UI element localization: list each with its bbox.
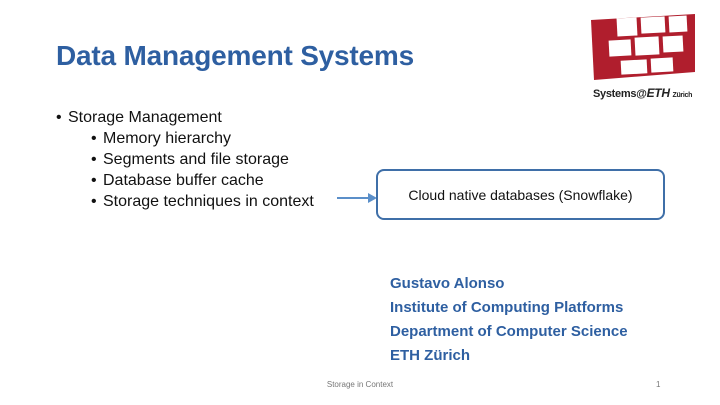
slide-footer: Storage in Context xyxy=(326,380,394,389)
page-number: 1 xyxy=(656,380,661,389)
cloud-native-callout-box: Cloud native databases (Snowflake) xyxy=(376,169,665,220)
author-department: Department of Computer Science xyxy=(390,323,628,340)
sub-bullet-label: Storage techniques in context xyxy=(103,193,314,210)
sub-bullet-label: Memory hierarchy xyxy=(103,130,232,147)
logo-at-text: @ xyxy=(636,88,647,100)
logo-systems-text: Systems xyxy=(593,88,637,100)
logo-eth-text: ETH xyxy=(646,86,670,100)
logo-wordmark: Systems@ETH Zürich xyxy=(593,86,692,100)
logo-zurich-text: Zürich xyxy=(672,92,693,99)
callout-text: Cloud native databases (Snowflake) xyxy=(408,186,633,203)
sub-bullet: Storage techniques in context xyxy=(91,191,314,212)
author-institute: Institute of Computing Platforms xyxy=(390,299,624,316)
right-arrow-icon xyxy=(337,193,377,203)
author-university: ETH Zürich xyxy=(390,347,471,364)
systems-eth-logo: Systems@ETH Zürich xyxy=(591,14,703,104)
author-block: Gustavo Alonso Institute of Computing Pl… xyxy=(390,272,628,368)
sub-bullet-label: Database buffer cache xyxy=(103,172,264,189)
slide-title: Data Management Systems xyxy=(56,40,414,71)
sub-bullet: Segments and file storage xyxy=(91,149,314,170)
eth-flag-logo-icon xyxy=(591,14,695,80)
bullet-label: Storage Management xyxy=(68,109,222,126)
sub-bullet: Memory hierarchy xyxy=(91,128,314,149)
sub-bullet: Database buffer cache xyxy=(91,170,314,191)
bullet-storage-management: Storage Management Memory hierarchy Segm… xyxy=(56,107,314,212)
bullet-list: Storage Management Memory hierarchy Segm… xyxy=(56,107,314,212)
sub-bullet-label: Segments and file storage xyxy=(103,151,289,168)
author-name: Gustavo Alonso xyxy=(390,275,505,292)
